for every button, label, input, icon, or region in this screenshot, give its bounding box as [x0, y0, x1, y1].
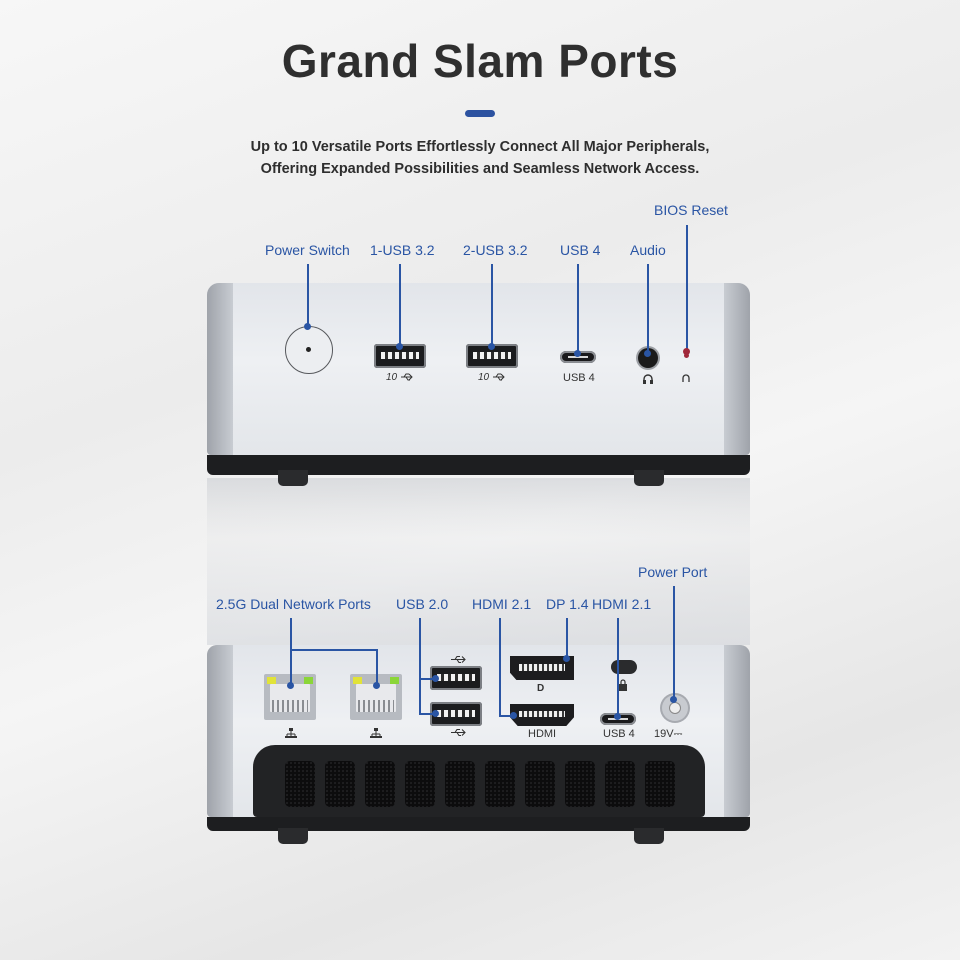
- callout-line: [499, 715, 513, 717]
- usb4-marking-front: USB 4: [563, 372, 595, 384]
- label-power-switch: Power Switch: [265, 242, 350, 258]
- hdmi-marking: HDMI: [528, 728, 557, 740]
- rear-base: [207, 817, 750, 831]
- subtitle-line-2: Offering Expanded Possibilities and Seam…: [260, 161, 700, 177]
- foot: [634, 828, 664, 844]
- kensington-lock-slot: [611, 660, 637, 674]
- callout-dot: [432, 710, 439, 717]
- callout-dot: [670, 696, 677, 703]
- usb-speed-marking-1: 10: [386, 372, 414, 383]
- callout-dot: [304, 323, 311, 330]
- callout-line: [290, 618, 292, 650]
- callout-line: [419, 713, 435, 715]
- usb-icon: [451, 728, 466, 737]
- label-bios-reset: BIOS Reset: [654, 202, 728, 218]
- callout-line: [290, 649, 292, 685]
- callout-line: [499, 618, 501, 716]
- label-hdmi-2-1-b: HDMI 2.1: [592, 596, 652, 612]
- lock-icon: [619, 679, 627, 691]
- callout-dot: [488, 343, 495, 350]
- callout-dot: [614, 713, 621, 720]
- callout-dot: [574, 350, 581, 357]
- label-audio: Audio: [630, 242, 666, 258]
- callout-line: [566, 618, 568, 658]
- foot: [634, 470, 664, 486]
- label-usb-3-2-2: 2-USB 3.2: [463, 242, 528, 258]
- usb-speed-marking-2: 10: [478, 372, 506, 383]
- network-icon: [370, 728, 382, 738]
- callout-line: [399, 264, 401, 346]
- bios-reset-icon: [682, 374, 690, 382]
- callout-line: [491, 264, 493, 346]
- callout-dot: [396, 343, 403, 350]
- title-underline: [465, 110, 495, 117]
- callout-dot: [563, 655, 570, 662]
- label-usb4-front: USB 4: [560, 242, 601, 258]
- dc-power-pin: [670, 703, 680, 713]
- callout-dot: [510, 712, 517, 719]
- headphone-icon: [643, 374, 653, 384]
- usb-icon: [400, 373, 413, 381]
- label-usb-2-0: USB 2.0: [396, 596, 449, 612]
- usb4-port-front: [560, 351, 596, 363]
- dc-marking: 19V⎓: [654, 728, 683, 740]
- power-indicator: [306, 347, 311, 352]
- callout-dot: [432, 675, 439, 682]
- callout-line: [307, 264, 309, 326]
- usb-icon: [492, 373, 505, 381]
- hdmi-port: [510, 704, 574, 726]
- ethernet-port-2: [350, 674, 402, 720]
- label-dp-1-4: DP 1.4: [546, 596, 589, 612]
- usb-icon: [451, 655, 466, 664]
- callout-line: [577, 264, 579, 352]
- callout-line: [419, 618, 421, 714]
- label-usb-3-2-1: 1-USB 3.2: [370, 242, 435, 258]
- front-base: [207, 455, 750, 475]
- cooling-vent: [253, 745, 705, 817]
- rear-reflection-top: [207, 510, 750, 645]
- displayport-icon: D: [537, 683, 545, 694]
- callout-line: [686, 225, 688, 351]
- callout-dot: [683, 348, 690, 355]
- subtitle-line-1: Up to 10 Versatile Ports Effortlessly Co…: [250, 139, 710, 155]
- callout-line: [647, 264, 649, 352]
- callout-line: [290, 649, 377, 651]
- foot: [278, 470, 308, 486]
- audio-jack: [638, 348, 658, 368]
- label-hdmi-2-1-a: HDMI 2.1: [472, 596, 532, 612]
- bios-reset-pinhole: [684, 353, 689, 358]
- subtitle: Up to 10 Versatile Ports Effortlessly Co…: [0, 136, 960, 180]
- foot: [278, 828, 308, 844]
- callout-line: [673, 586, 675, 698]
- callout-line: [617, 618, 619, 716]
- label-power-port: Power Port: [638, 564, 708, 580]
- callout-dot: [644, 350, 651, 357]
- usb4-marking-rear: USB 4: [603, 728, 635, 740]
- callout-line: [376, 649, 378, 685]
- callout-dot: [373, 682, 380, 689]
- callout-dot: [287, 682, 294, 689]
- network-icon: [285, 728, 297, 738]
- ethernet-port-1: [264, 674, 316, 720]
- usb-3-2-port-1: [374, 344, 426, 368]
- callout-line: [419, 678, 435, 680]
- label-network-ports: 2.5G Dual Network Ports: [216, 596, 371, 612]
- page-title: Grand Slam Ports: [281, 35, 679, 87]
- usb-3-2-port-2: [466, 344, 518, 368]
